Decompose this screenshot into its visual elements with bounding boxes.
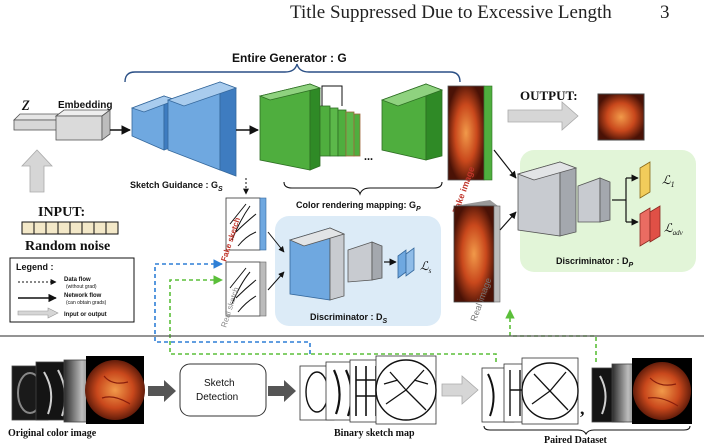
binary-sketch-map (299, 355, 437, 425)
legend-data-flow: Data flow (64, 277, 91, 283)
discriminator-p-blocks (516, 161, 661, 247)
binary-sketch-map-label: Binary sketch map (334, 428, 415, 439)
paired-dataset-comma: , (580, 398, 585, 418)
paired-dataset-brace (483, 425, 691, 436)
loss-1-label: ℒ1 (662, 173, 675, 189)
discriminator-p-label: Discriminator : DP (556, 256, 634, 269)
legend-input-output: Input or output (64, 312, 107, 318)
fake-sketch (225, 197, 267, 251)
paired-dataset-images (591, 358, 692, 424)
real-sketch (225, 261, 267, 317)
embedding-block (13, 109, 112, 141)
dashed-flow-blue (154, 259, 311, 354)
legend: Legend : Data flow (without grad) Networ… (9, 257, 135, 323)
sketch-detection-box (179, 363, 267, 417)
entire-generator-label: Entire Generator : G (232, 51, 347, 65)
color-rendering-brace (283, 181, 443, 196)
real-image (453, 200, 501, 303)
color-rendering-label: Color rendering mapping: GP (296, 200, 421, 213)
original-color-images (11, 356, 145, 424)
sketch-detection-line1: Sketch (204, 378, 235, 389)
flow-arrow-real-sketch-to-ds (267, 271, 285, 291)
input-arrow (21, 149, 53, 193)
fake-image (447, 85, 493, 181)
output-arrow (507, 101, 579, 131)
color-rendering-blocks: ... (258, 83, 444, 171)
flow-arrow-real-to-dp (499, 211, 517, 231)
sketch-guidance-blocks (130, 81, 238, 177)
generator-brace (124, 63, 461, 83)
embedding-label: Embedding (58, 100, 112, 111)
sketch-detection-line2: Detection (196, 392, 238, 403)
output-label: OUTPUT: (520, 88, 578, 103)
z-symbol: z (21, 93, 30, 115)
input-label: INPUT: (38, 205, 85, 220)
output-image (597, 93, 645, 141)
random-noise-label: Random noise (25, 239, 110, 254)
page-header: Title Suppressed Due to Excessive Length… (0, 0, 704, 30)
arrow-to-sketch-detection (148, 380, 176, 402)
legend-title: Legend : (16, 262, 54, 272)
noise-vector (21, 221, 119, 235)
arrow-to-paired-dataset (441, 375, 479, 405)
flow-arrow-fake-to-dp (493, 149, 517, 179)
legend-network-flow-note: (can obtain grads) (66, 300, 107, 306)
running-title: Title Suppressed Due to Excessive Length (290, 2, 612, 23)
legend-data-flow-note: (without grad) (66, 284, 97, 290)
original-color-image-label: Original color image (8, 428, 97, 439)
loss-adv-label: ℒadv (664, 221, 684, 237)
discriminator-s-blocks (288, 227, 415, 301)
loss-s-label: ℒs (420, 259, 432, 275)
paired-dataset-sketches (481, 357, 579, 425)
paired-dataset-label: Paired Dataset (544, 435, 608, 444)
legend-network-flow: Network flow (64, 293, 102, 299)
svg-text:...: ... (364, 149, 373, 163)
arrow-to-binary-sketch (268, 380, 296, 402)
flow-arrow-fake-sketch-to-ds (267, 231, 285, 253)
sketch-guidance-label: Sketch Guidance : GS (130, 180, 223, 193)
page-number: 3 (660, 2, 670, 23)
discriminator-s-label: Discriminator : DS (310, 312, 388, 325)
